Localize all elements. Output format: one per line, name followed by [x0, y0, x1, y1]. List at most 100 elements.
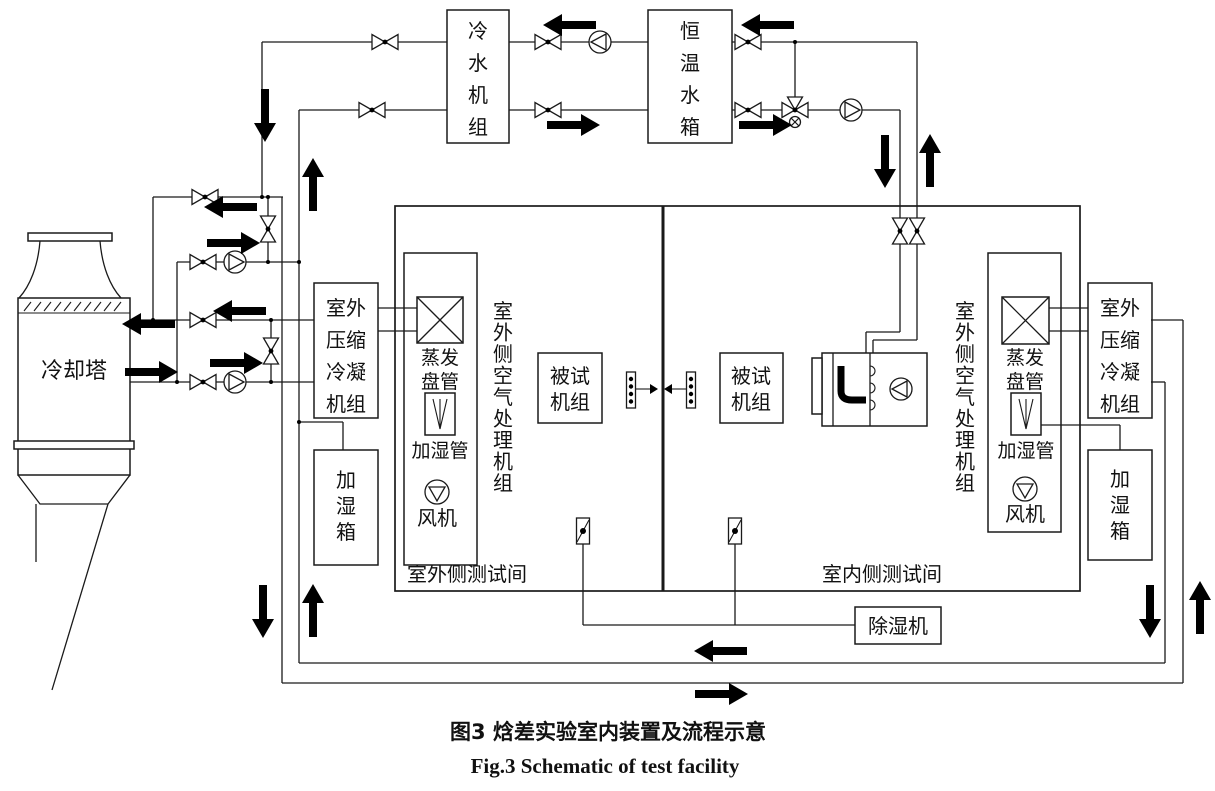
svg-text:组: 组: [493, 471, 513, 495]
pump-icon: [889, 377, 913, 401]
test-chamber: 室外侧测试间 室内侧测试间: [394, 205, 1081, 592]
evap-coil-row: 盘管: [421, 371, 459, 393]
test-unit-row: 机组: [550, 390, 590, 414]
svg-text:处: 处: [955, 407, 975, 431]
humidifier-box-char: 湿: [1110, 493, 1130, 517]
cooling-water-pipes: [130, 196, 314, 383]
flow-arrow-icon: [252, 585, 274, 638]
valve-icon: [891, 217, 909, 245]
cooling-tower-label: 冷却塔: [41, 359, 107, 384]
chiller-char: 冷: [468, 19, 488, 43]
flow-arrow-icon: [547, 114, 600, 136]
coil-connection-pipes: [378, 307, 1088, 332]
humidifier-pipe-label: 加湿管: [997, 440, 1054, 462]
svg-text:室: 室: [493, 299, 513, 323]
svg-text:空: 空: [955, 364, 975, 388]
valve-icon: [262, 337, 280, 365]
damper-sensor-icon: [727, 517, 743, 545]
svg-text:气: 气: [493, 385, 513, 409]
flow-arrow-icon: [739, 114, 792, 136]
valve-icon: [358, 101, 386, 119]
flow-arrow-icon: [919, 134, 941, 187]
svg-text:理: 理: [493, 428, 513, 452]
outdoor-condensing-unit-right: 室外 压缩 冷凝 机组: [1087, 282, 1153, 419]
valve-icon: [371, 33, 399, 51]
valve-icon: [908, 217, 926, 245]
evap-coil-row: 盘管: [1006, 371, 1044, 393]
air-sampler-icon: [685, 371, 697, 409]
humidifier-pipe-label: 加湿管: [411, 440, 468, 462]
caption-zh: 图3 焓差实验室内装置及流程示意: [450, 720, 766, 744]
humidifier-tank-left: 加 湿 箱: [313, 449, 379, 566]
tank-char: 温: [680, 51, 700, 75]
humidifier-box-char: 加: [336, 468, 356, 492]
coil-bumps: [869, 365, 876, 411]
tank-char: 箱: [680, 115, 700, 139]
svg-text:气: 气: [955, 385, 975, 409]
condensing-unit-row: 室外: [1100, 296, 1140, 320]
chiller-char: 机: [468, 83, 488, 107]
thick-pipe-elbow: [837, 366, 866, 404]
flow-arrow-icon: [302, 584, 324, 637]
humidifier-box-char: 箱: [1110, 519, 1130, 543]
cooling-tower: 冷却塔: [13, 232, 135, 691]
test-unit-row: 被试: [550, 364, 590, 388]
valve-icon: [259, 215, 277, 243]
indoor-room-label: 室内侧测试间: [822, 562, 942, 586]
pump-icon: [839, 98, 863, 122]
valve-icon: [189, 373, 217, 391]
dehumidifier-pipes: [582, 544, 855, 626]
tank-char: 恒: [680, 19, 700, 43]
fan-label: 风机: [417, 506, 457, 530]
flow-arrow-icon: [741, 14, 794, 36]
damper-sensor-icon: [575, 517, 591, 545]
humidifier-pipe-icon: [424, 392, 456, 436]
chiller-char: 水: [468, 51, 488, 75]
flow-arrow-icon: [125, 361, 178, 383]
flow-arrow-icon: [213, 300, 266, 322]
flow-arrow-icon: [543, 14, 596, 36]
flow-arrow-icon: [874, 135, 896, 188]
unit-under-test-left: 被试 机组: [537, 352, 603, 424]
dehumidifier-unit: 除湿机: [854, 606, 942, 645]
air-handling-unit-left: 蒸发 盘管 加湿管 风机: [403, 252, 478, 566]
svg-text:空: 空: [493, 364, 513, 388]
tank-char: 水: [680, 83, 700, 107]
dehumidifier-label: 除湿机: [868, 614, 928, 638]
svg-text:外: 外: [955, 321, 975, 345]
svg-text:侧: 侧: [493, 342, 513, 366]
humidifier-feed-pipes: [299, 421, 1121, 450]
chiller-char: 组: [468, 115, 488, 139]
svg-text:组: 组: [955, 471, 975, 495]
flow-arrow-icon: [254, 89, 276, 142]
air-sampler-icon: [625, 371, 637, 409]
condensing-unit-row: 室外: [326, 296, 366, 320]
valve-icon: [534, 33, 562, 51]
caption-en: Fig.3 Schematic of test facility: [471, 754, 740, 778]
humidifier-box-char: 箱: [336, 520, 356, 544]
fan-label: 风机: [1005, 502, 1045, 526]
condensing-unit-row: 压缩: [1100, 328, 1140, 352]
humidifier-pipe-icon: [1010, 392, 1042, 436]
svg-text:理: 理: [955, 428, 975, 452]
pump-icon: [223, 250, 247, 274]
condensing-unit-row: 机组: [326, 392, 366, 416]
evap-coil-row: 蒸发: [1006, 347, 1044, 369]
valve-icon: [734, 33, 762, 51]
pipe-junction-dots: [151, 40, 797, 424]
humidifier-box-char: 湿: [336, 494, 356, 518]
pump-icon: [588, 30, 612, 54]
svg-text:机: 机: [493, 450, 513, 474]
valve-icon: [189, 253, 217, 271]
damper-sensors: [575, 517, 743, 545]
svg-text:外: 外: [493, 321, 513, 345]
valve-icon: [734, 101, 762, 119]
valves: [189, 33, 926, 391]
outdoor-room-label: 室外侧测试间: [407, 562, 527, 586]
tank-supply-pipes: [732, 41, 918, 353]
condensing-unit-row: 冷凝: [326, 360, 366, 384]
air-samplers: [625, 371, 697, 409]
evap-coil-row: 蒸发: [421, 347, 459, 369]
flow-arrow-icon: [302, 158, 324, 211]
